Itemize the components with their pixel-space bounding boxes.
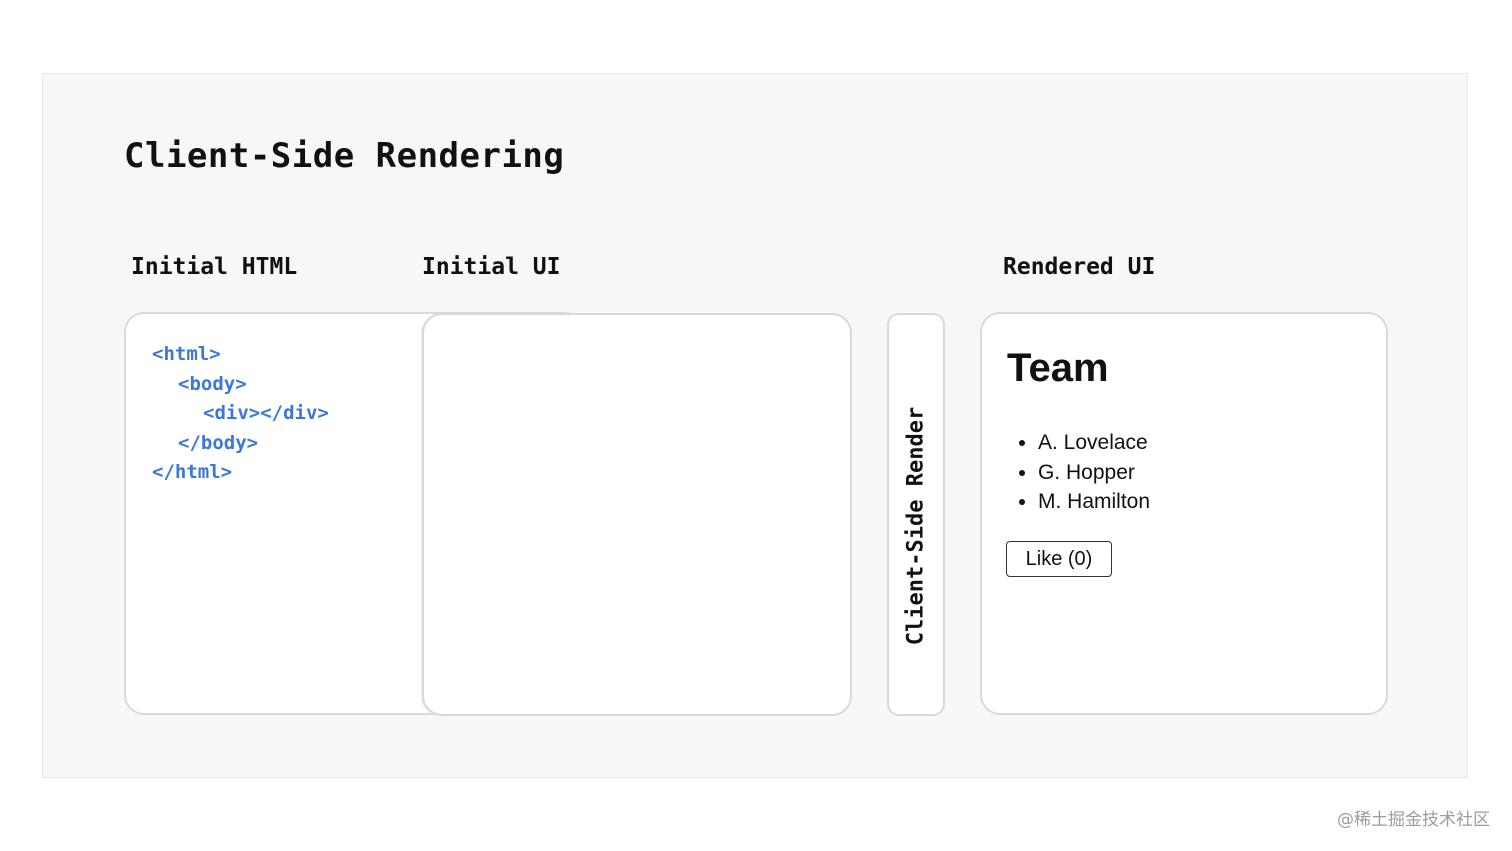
team-member-name: M. Hamilton [1038,490,1151,513]
bullet-icon [1019,469,1025,476]
team-heading: Team [1007,346,1109,390]
bullet-icon [1019,499,1025,505]
initial-html-label: Initial HTML [131,254,298,280]
list-item: M. Hamilton [1016,487,1150,517]
rendered-ui-panel [980,312,1388,715]
code-line-div: <div></div> [203,402,329,424]
like-button[interactable]: Like (0) [1006,541,1112,577]
code-line-html-close: </html> [152,461,233,483]
initial-ui-panel [422,313,852,716]
client-side-render-label: Client-Side Render [903,406,929,646]
rendered-ui-label: Rendered UI [1003,254,1156,280]
code-line-html-open: <html> [152,343,221,365]
code-line-body-close: </body> [178,432,259,454]
list-item: A. Lovelace [1016,428,1150,458]
code-line-body-open: <body> [178,373,247,395]
bullet-icon [1019,440,1025,446]
client-side-render-panel [887,313,945,716]
initial-ui-label: Initial UI [422,254,561,280]
list-item: G. Hopper [1016,458,1150,488]
team-member-name: A. Lovelace [1038,431,1148,454]
team-member-name: G. Hopper [1038,460,1135,484]
team-member-list: A. Lovelace G. Hopper M. Hamilton [1016,428,1150,517]
watermark: @稀土掘金技术社区 [1337,810,1490,830]
diagram-title: Client-Side Rendering [124,136,565,176]
